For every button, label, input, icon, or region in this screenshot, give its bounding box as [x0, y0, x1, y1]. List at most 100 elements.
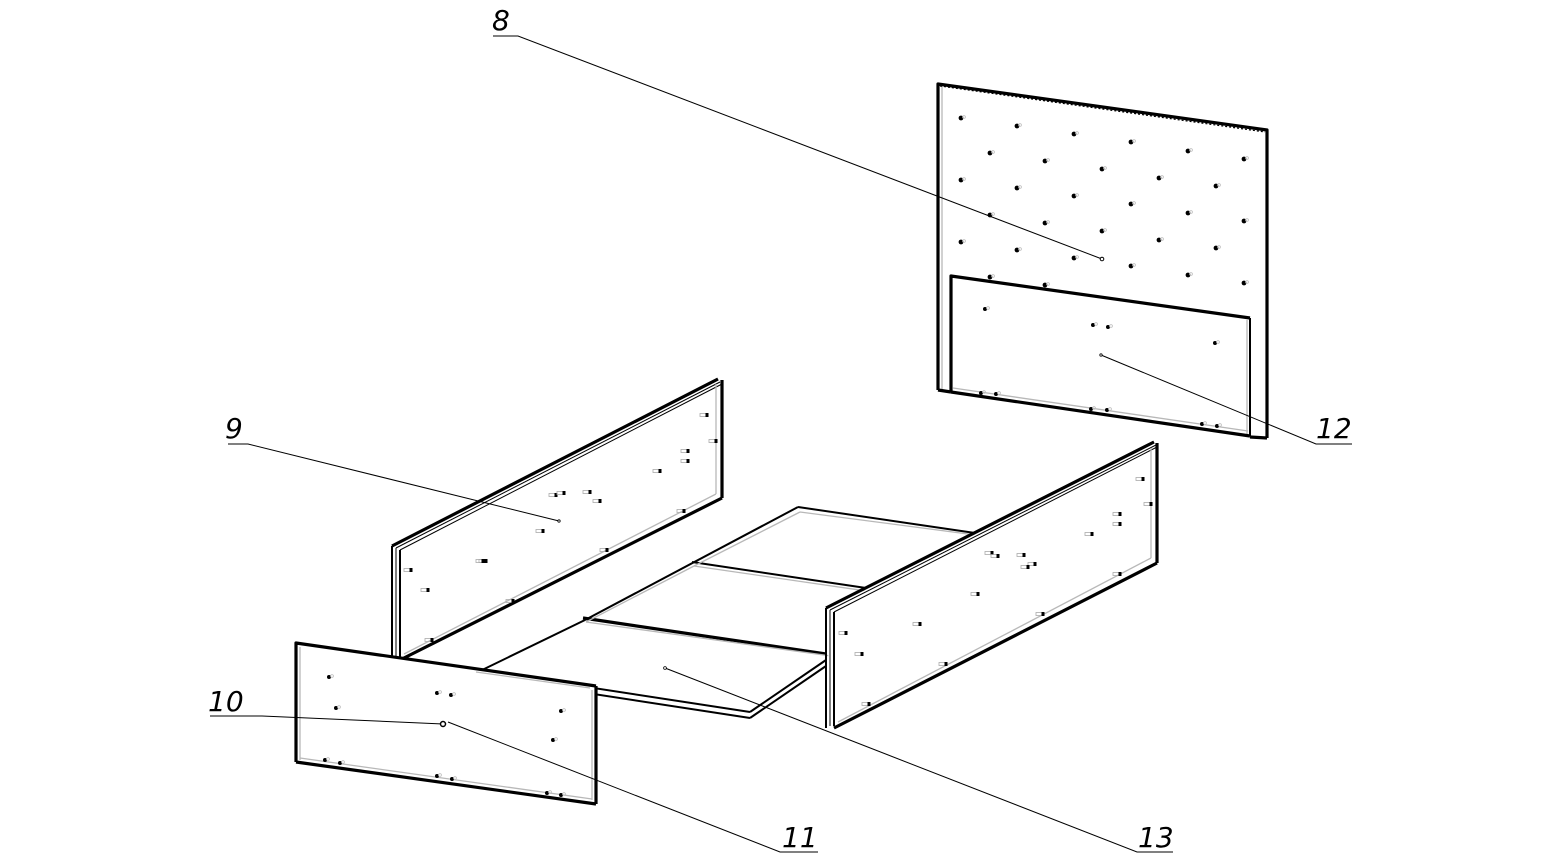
- tuft-button: [1213, 183, 1219, 189]
- tuft-button-highlight: [1203, 421, 1207, 425]
- tuft-button: [958, 115, 964, 121]
- tuft-button: [1156, 175, 1162, 181]
- tuft-button: [994, 392, 998, 396]
- screw: [430, 638, 434, 642]
- tuft-button: [1099, 228, 1105, 234]
- tuft-button: [1071, 255, 1077, 261]
- tuft-button: [1185, 210, 1191, 216]
- tuft-button-highlight: [1018, 123, 1022, 127]
- screw: [1041, 612, 1045, 616]
- tuft-button-highlight: [1046, 220, 1050, 224]
- fasteners: [979, 306, 1222, 428]
- tuft-button-highlight: [562, 792, 566, 796]
- tuft-button-highlight: [1075, 131, 1079, 135]
- leader-11: [447, 721, 818, 853]
- screw: [1022, 553, 1026, 557]
- tuft-button: [450, 777, 454, 781]
- tuft-button: [334, 706, 338, 710]
- leader-8: [493, 35, 1103, 260]
- tuft-button: [1241, 156, 1247, 162]
- tuft-button-highlight: [1046, 282, 1050, 286]
- tuft-button: [1042, 158, 1048, 164]
- tuft-button: [449, 693, 453, 697]
- screw: [1141, 477, 1145, 481]
- leader-12: [1100, 354, 1352, 445]
- tuft-button-highlight: [991, 212, 995, 216]
- fasteners: [838, 477, 1153, 706]
- right-side-rail: [825, 440, 1159, 730]
- tuft-button-highlight: [982, 390, 986, 394]
- screw: [1090, 532, 1094, 536]
- screw: [541, 529, 545, 533]
- tuft-button-highlight: [997, 391, 1001, 395]
- tuft-button-highlight: [562, 708, 566, 712]
- screw: [562, 491, 566, 495]
- tuft-button-highlight: [1103, 166, 1107, 170]
- tuft-button: [435, 774, 439, 778]
- tuft-button: [1128, 139, 1134, 145]
- callout-10: 10: [208, 685, 244, 718]
- screw: [1118, 522, 1122, 526]
- tuft-button-highlight: [452, 692, 456, 696]
- tuft-button: [987, 274, 993, 280]
- tuft-button-highlight: [1217, 183, 1221, 187]
- tuft-button-highlight: [554, 737, 558, 741]
- tuft-button: [958, 177, 964, 183]
- callout-12: 12: [1316, 412, 1352, 445]
- tuft-button: [1213, 341, 1217, 345]
- callout-8: 8: [492, 4, 510, 37]
- tuft-button-highlight: [962, 177, 966, 181]
- tuft-button-highlight: [962, 239, 966, 243]
- tuft-button: [1014, 247, 1020, 253]
- tuft-button: [1200, 422, 1204, 426]
- fasteners: [323, 674, 566, 797]
- screw: [1033, 562, 1037, 566]
- screw: [1149, 502, 1153, 506]
- tuft-button-highlight: [438, 690, 442, 694]
- screw: [990, 551, 994, 555]
- screw: [844, 631, 848, 635]
- tuft-button-highlight: [1245, 280, 1249, 284]
- tuft-button: [1128, 201, 1134, 207]
- screw: [867, 702, 871, 706]
- tuft-button-highlight: [1092, 406, 1096, 410]
- tuft-button: [1156, 237, 1162, 243]
- tuft-button-highlight: [341, 760, 345, 764]
- tufting-buttons: [958, 115, 1249, 288]
- screw: [511, 599, 515, 603]
- tuft-button: [1071, 193, 1077, 199]
- screw: [976, 592, 980, 596]
- tuft-button-highlight: [1132, 263, 1136, 267]
- tuft-button-highlight: [1075, 193, 1079, 197]
- screw: [996, 554, 1000, 558]
- tuft-button: [551, 738, 555, 742]
- tuft-button-highlight: [1046, 158, 1050, 162]
- tuft-button: [1241, 218, 1247, 224]
- tuft-button-highlight: [1108, 407, 1112, 411]
- tuft-button: [327, 675, 331, 679]
- tuft-button: [1105, 408, 1109, 412]
- screw: [426, 588, 430, 592]
- tuft-button-highlight: [1217, 245, 1221, 249]
- screw: [588, 490, 592, 494]
- tuft-button: [1213, 245, 1219, 251]
- tuft-button: [987, 150, 993, 156]
- tuft-button: [1128, 263, 1134, 269]
- leader-lines: [210, 35, 1352, 853]
- tuft-button: [323, 758, 327, 762]
- screw: [409, 568, 413, 572]
- tuft-button-highlight: [1245, 218, 1249, 222]
- screw: [598, 499, 602, 503]
- tuft-button: [1071, 131, 1077, 137]
- screw: [686, 449, 690, 453]
- leader-10: [210, 715, 444, 725]
- screw: [1118, 572, 1122, 576]
- screw: [860, 652, 864, 656]
- tuft-button-highlight: [326, 757, 330, 761]
- tuft-button: [1089, 407, 1093, 411]
- tuft-button: [338, 761, 342, 765]
- tuft-button-highlight: [1245, 156, 1249, 160]
- tuft-button-highlight: [438, 773, 442, 777]
- tuft-button: [1185, 148, 1191, 154]
